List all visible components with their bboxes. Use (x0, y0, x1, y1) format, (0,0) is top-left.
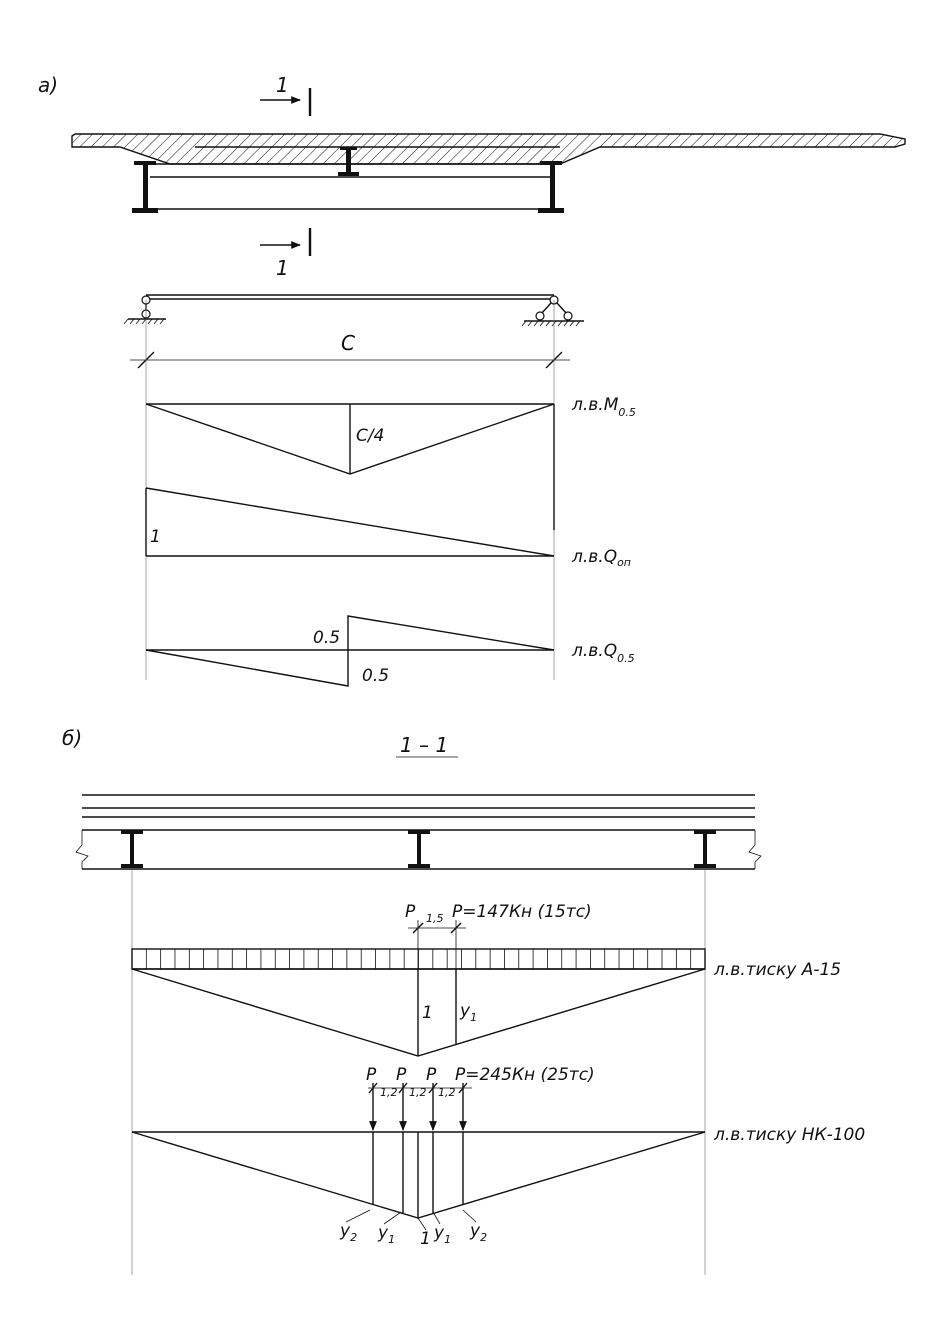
nk-ordinate-label: y1 (377, 1223, 395, 1246)
section-mark-top-number: 1 (276, 73, 289, 97)
nk-force-3: P (426, 1065, 437, 1085)
nk-ordinate-leader (345, 1209, 371, 1223)
span-dimension: С (130, 331, 570, 369)
influence-line-nk100: P P P P=245Кн (25тс) 1,2 1,2 1,2 л.в.тис… (131, 1065, 865, 1249)
nk-spacing-3: 1,2 (438, 1086, 456, 1099)
part-b-label: б) (62, 726, 82, 750)
nk-force-last: P=245Кн (25тс) (455, 1065, 595, 1085)
nk-force-1: P (366, 1065, 377, 1085)
influence-line-a15: P 1,5 P=147Кн (15тс) 1 y1 л.в.тиску А-15 (131, 902, 841, 1057)
nk-ordinate-label: y1 (433, 1223, 451, 1246)
nk-line-label: л.в.тиску НК-100 (713, 1125, 865, 1145)
support-shear-label: л.в.Qоп (571, 547, 631, 569)
distributed-load-ticks (131, 949, 706, 969)
section-title: 1 – 1 (400, 733, 448, 757)
a15-line-label: л.в.тиску А-15 (713, 960, 841, 980)
nk-ordinate-label: y2 (469, 1221, 487, 1244)
static-scheme (123, 294, 584, 327)
nk-ordinate-label: 1 (420, 1229, 431, 1249)
a15-force-p1: P (405, 902, 416, 922)
nk-axle-forces (368, 1082, 468, 1218)
part-a-label: а) (38, 73, 58, 97)
mid-shear-label: л.в.Q0.5 (571, 641, 635, 665)
main-beam-elevation (132, 147, 564, 213)
nk-ordinate-leader (462, 1209, 477, 1223)
a15-ordinate-one: 1 (422, 1003, 433, 1023)
moment-line-label: л.в.M0.5 (571, 395, 636, 419)
slab-elevation (71, 133, 906, 165)
mid-shear-bottom-ordinate: 0.5 (362, 666, 389, 686)
section-mark-top: 1 (260, 73, 312, 116)
nk-spacing-2: 1,2 (409, 1086, 427, 1099)
a15-ordinate-y: y1 (459, 1001, 477, 1024)
a15-spacing: 1,5 (426, 912, 444, 925)
influence-line-support-shear: 1 л.в.Qоп (145, 487, 631, 569)
cross-section (75, 794, 762, 870)
mid-shear-top-ordinate: 0.5 (313, 628, 340, 648)
nk-ordinate-label: y2 (339, 1221, 357, 1244)
span-label: С (341, 331, 355, 355)
nk-ordinate-leader (383, 1211, 402, 1225)
a15-force-p2: P=147Кн (15тс) (452, 902, 592, 922)
influence-line-moment-mid: С/4 л.в.M0.5 (145, 395, 636, 530)
section-mark-bottom-number: 1 (276, 256, 289, 280)
nk-ordinate-leader (432, 1211, 441, 1225)
moment-ordinate: С/4 (356, 426, 384, 446)
section-mark-bottom: 1 (260, 228, 312, 280)
nk-force-2: P (396, 1065, 407, 1085)
support-shear-ordinate: 1 (150, 527, 161, 547)
influence-line-mid-shear: 0.5 0.5 л.в.Q0.5 (145, 615, 635, 687)
nk-ordinate-leader (417, 1217, 427, 1231)
nk-spacing-1: 1,2 (380, 1086, 398, 1099)
